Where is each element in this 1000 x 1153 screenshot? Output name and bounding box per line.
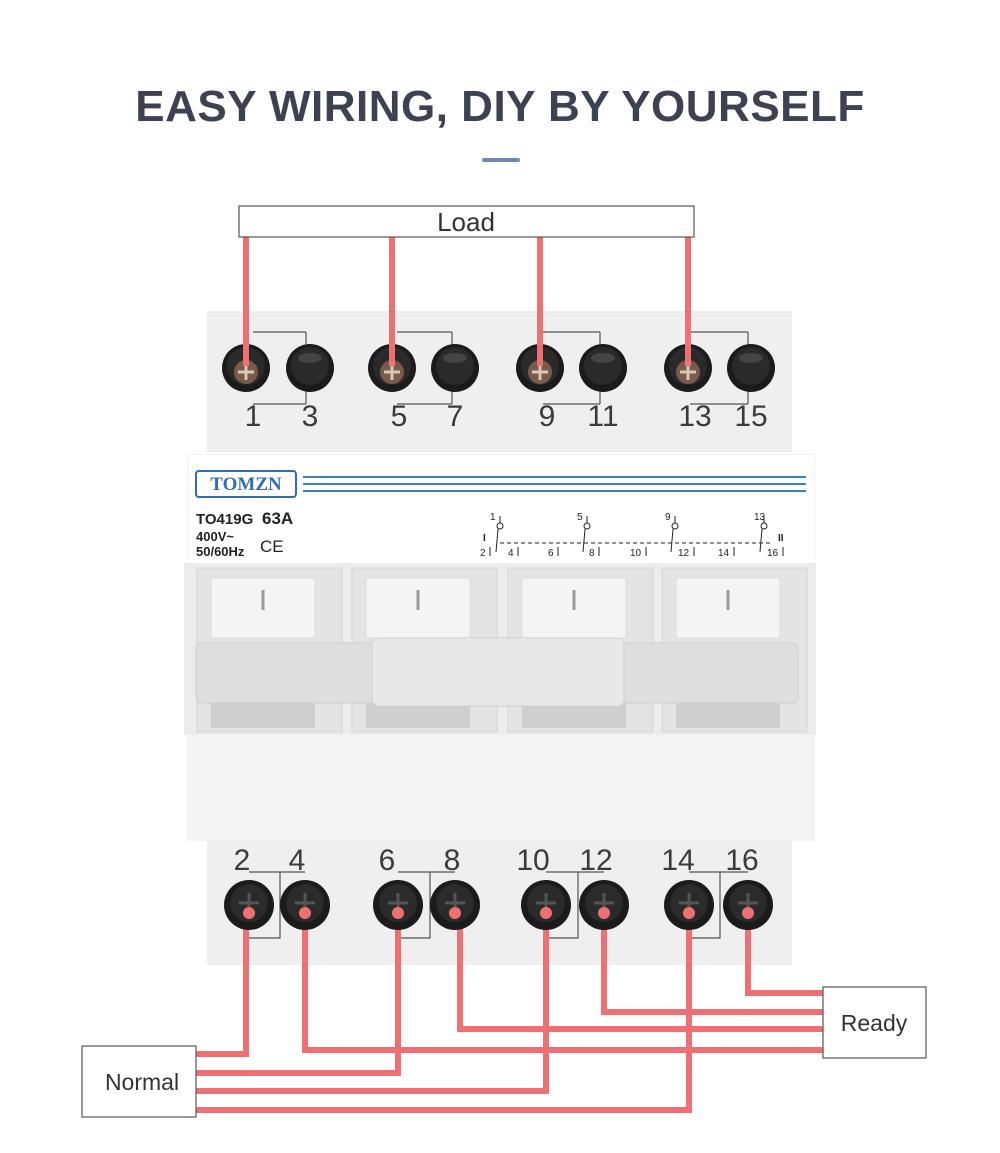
bottom-terminal-label: 10 <box>516 844 549 877</box>
voltage-rating: 400V~ <box>196 529 234 544</box>
wire-8 <box>196 902 549 1094</box>
wire-5 <box>196 902 249 1057</box>
wire-7 <box>196 902 401 1076</box>
top-terminal-screw-11[interactable] <box>579 344 627 392</box>
wires <box>196 237 823 1113</box>
switch-schematic: I II 1 5 9 13 2 4 6 8 10 12 14 16 <box>480 512 784 559</box>
ready-box <box>822 986 927 1059</box>
schematic-bottom-number: 6 <box>548 548 554 559</box>
schematic-bottom-number: 16 <box>767 548 779 559</box>
schematic-position-2: II <box>778 533 784 544</box>
bottom-terminal-label: 16 <box>725 844 758 877</box>
handle-grip[interactable] <box>371 637 625 707</box>
title-underline <box>482 158 520 162</box>
normal-label: Normal <box>105 1069 179 1095</box>
top-terminal-screw-15[interactable] <box>727 344 775 392</box>
frequency-rating: 50/60Hz <box>196 544 245 559</box>
bottom-terminal-label: 4 <box>289 844 306 877</box>
wire-6 <box>302 902 823 1053</box>
schematic-bottom-number: 14 <box>718 548 730 559</box>
bottom-terminal-label: 12 <box>579 844 612 877</box>
bottom-terminal-label: 2 <box>234 844 251 877</box>
schematic-bottom-number: 10 <box>630 548 642 559</box>
bottom-terminal-screw-6[interactable] <box>373 880 423 930</box>
bottom-terminal-label: 14 <box>661 844 694 877</box>
bottom-terminal-screw-4[interactable] <box>280 880 330 930</box>
bottom-terminal-screw-14[interactable] <box>664 880 714 930</box>
bottom-terminal-label: 8 <box>444 844 461 877</box>
schematic-top-number: 13 <box>754 512 766 523</box>
top-terminal-screw-13[interactable] <box>664 344 712 392</box>
schematic-top-number: 5 <box>577 512 583 523</box>
load-label: Load <box>437 207 495 237</box>
bottom-terminal-screw-2[interactable] <box>224 880 274 930</box>
ce-mark: CE <box>260 537 284 556</box>
schematic-bottom-number: 12 <box>678 548 690 559</box>
schematic-bottom-number: 2 <box>480 548 486 559</box>
top-terminal-screw-3[interactable] <box>286 344 334 392</box>
bottom-terminal-screw-8[interactable] <box>430 880 480 930</box>
bottom-terminal-screw-12[interactable] <box>579 880 629 930</box>
top-terminal-label: 5 <box>391 400 408 433</box>
top-terminal-screw-7[interactable] <box>431 344 479 392</box>
brand-text: TOMZN <box>210 474 282 495</box>
current-rating: 63A <box>262 509 293 528</box>
page-title: EASY WIRING, DIY BY YOURSELF <box>135 82 865 131</box>
brand-stripes <box>303 476 806 492</box>
wire-11 <box>601 902 823 1015</box>
schematic-top-number: 1 <box>490 512 496 523</box>
schematic-bottom-number: 4 <box>508 548 514 559</box>
bottom-terminal-screw-16[interactable] <box>723 880 773 930</box>
schematic-position-1: I <box>483 533 486 544</box>
model-number: TO419G <box>196 511 253 528</box>
normal-box <box>81 1045 197 1118</box>
top-terminal-label: 1 <box>245 400 262 433</box>
top-terminal-label: 7 <box>447 400 464 433</box>
top-terminal-label: 13 <box>678 400 711 433</box>
top-terminal-label: 11 <box>587 400 618 433</box>
load-box <box>238 205 695 238</box>
schematic-bottom-number: 8 <box>589 548 595 559</box>
schematic-top-number: 9 <box>665 512 671 523</box>
top-terminal-label: 15 <box>734 400 767 433</box>
top-terminal-screw-1[interactable] <box>222 344 270 392</box>
wire-12 <box>745 902 823 996</box>
bottom-terminal-screw-10[interactable] <box>521 880 571 930</box>
brand-logo <box>195 470 297 498</box>
wire-10 <box>457 902 823 1032</box>
bottom-terminal-label: 6 <box>379 844 396 877</box>
top-terminal-label: 9 <box>539 400 556 433</box>
top-terminal-label: 3 <box>302 400 319 433</box>
ready-label: Ready <box>841 1010 908 1036</box>
top-terminal-screw-5[interactable] <box>368 344 416 392</box>
wire-9 <box>196 902 692 1113</box>
